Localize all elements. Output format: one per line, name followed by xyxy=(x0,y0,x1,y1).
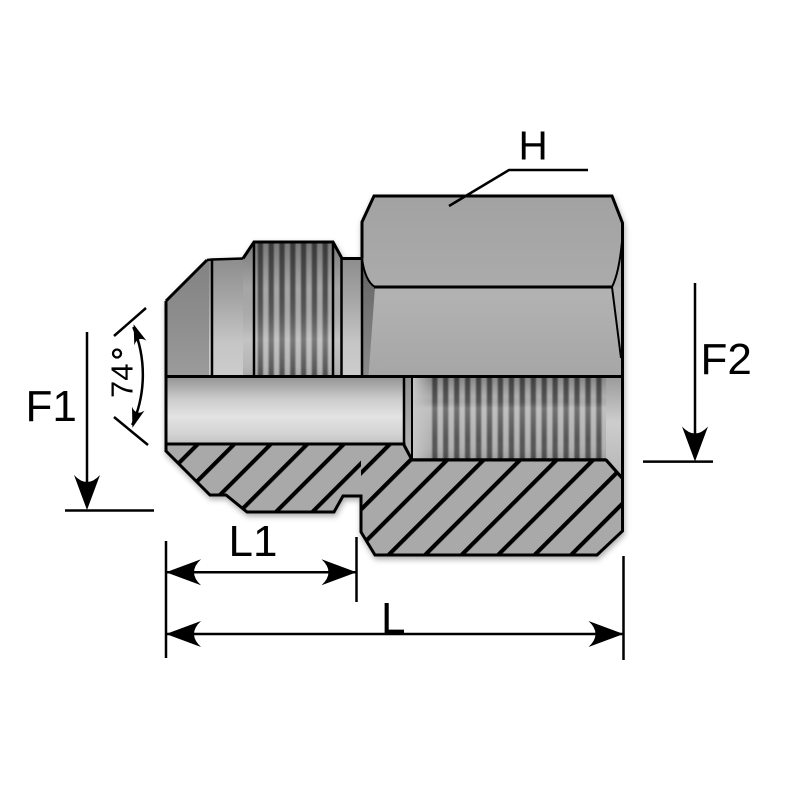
svg-text:L: L xyxy=(381,594,405,643)
svg-text:H: H xyxy=(519,123,548,169)
svg-text:74: 74 xyxy=(105,364,140,398)
svg-text:F1: F1 xyxy=(26,382,77,431)
svg-text:F2: F2 xyxy=(701,335,752,384)
svg-text:L1: L1 xyxy=(229,517,278,566)
